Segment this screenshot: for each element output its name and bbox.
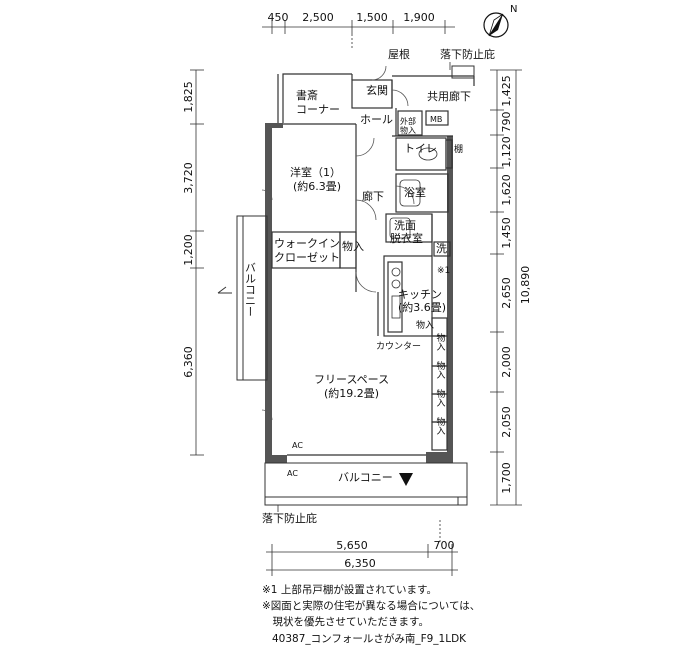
right-dim-2: 790 bbox=[500, 112, 513, 133]
left-dim-3: 1,200 bbox=[182, 234, 195, 266]
right-dim-8: 2,050 bbox=[500, 406, 513, 438]
right-dimension-line bbox=[490, 69, 522, 506]
toilet-label: トイレ bbox=[404, 142, 437, 155]
walkin-closet-label-line1: ウォークイン bbox=[274, 237, 340, 250]
interior-walls bbox=[271, 73, 475, 456]
right-dim-1: 1,425 bbox=[500, 75, 513, 107]
washroom-label-line1: 洗面 bbox=[394, 219, 416, 232]
study-corner-label-line2: コーナー bbox=[296, 103, 340, 116]
left-dimension-line bbox=[190, 69, 204, 456]
storage-label-3: 物入 bbox=[435, 388, 446, 407]
right-dim-5: 1,450 bbox=[500, 217, 513, 249]
right-dim-total: 10,890 bbox=[519, 266, 532, 305]
roof-label: 屋根 bbox=[388, 47, 410, 61]
fall-prevention-bottom-label: 落下防止庇 bbox=[262, 511, 317, 525]
bottom-dim-2: 700 bbox=[434, 539, 455, 552]
bottom-dim-1: 5,650 bbox=[336, 539, 368, 552]
hall-label: ホール bbox=[360, 113, 393, 126]
outside-storage-label-line2: 物入 bbox=[400, 125, 416, 135]
left-dim-4: 6,360 bbox=[182, 346, 195, 378]
kitchen-storage-label: 物入 bbox=[416, 319, 434, 331]
top-dim-3: 1,500 bbox=[356, 11, 388, 24]
balcony-left-outline bbox=[217, 215, 268, 381]
floor-plan: 450 2,500 1,500 1,900 N 屋根 落下防止庇 1,825 3… bbox=[182, 4, 532, 576]
kitchen-label-line1: キッチン bbox=[398, 288, 442, 301]
bathroom-label: 浴室 bbox=[404, 185, 426, 199]
balcony-left-label: バルコニー bbox=[244, 262, 257, 317]
listing-code: 40387_コンフォールさがみ南_F9_1LDK bbox=[272, 633, 467, 645]
exterior-walls bbox=[265, 123, 453, 463]
fixtures bbox=[389, 147, 438, 319]
note-line-3: 現状を優先させていただきます。 bbox=[262, 616, 429, 628]
door-swings bbox=[261, 65, 415, 421]
balcony-bottom-label: バルコニー bbox=[338, 471, 393, 484]
western-room-label-line2: (約6.3畳) bbox=[293, 179, 341, 193]
down-triangle-icon bbox=[399, 473, 413, 486]
right-dim-4: 1,620 bbox=[500, 174, 513, 206]
shelf-label: 棚 bbox=[454, 143, 463, 155]
free-space-label-line2: (約19.2畳) bbox=[324, 386, 379, 400]
right-dim-7: 2,000 bbox=[500, 346, 513, 378]
north-compass-icon bbox=[483, 12, 509, 38]
ac-label-outer: AC bbox=[287, 469, 298, 478]
fall-prevention-top-label: 落下防止庇 bbox=[440, 47, 495, 61]
storage-label-4: 物入 bbox=[435, 416, 446, 435]
top-dim-2: 2,500 bbox=[302, 11, 334, 24]
study-corner-label-line1: 書斎 bbox=[296, 88, 318, 102]
compass-north-label: N bbox=[510, 4, 517, 15]
top-dimension-line bbox=[262, 20, 455, 48]
common-corridor-label: 共用廊下 bbox=[427, 89, 471, 103]
wash-label: 洗 bbox=[436, 242, 447, 255]
walkin-storage-label: 物入 bbox=[342, 239, 364, 253]
bottom-dim-total: 6,350 bbox=[344, 557, 376, 570]
fall-prevention-top-outline bbox=[451, 65, 475, 79]
note-mark-label: ※1 bbox=[437, 266, 450, 276]
bottom-dimension-line bbox=[266, 520, 458, 576]
right-dim-6: 2,650 bbox=[500, 277, 513, 309]
western-room-label-line1: 洋室（1） bbox=[290, 165, 341, 179]
ac-label-inner: AC bbox=[292, 441, 303, 450]
outside-storage-label-line1: 外部 bbox=[400, 116, 416, 126]
note-line-1: ※1 上部吊戸棚が設置されています。 bbox=[262, 584, 437, 596]
left-dim-2: 3,720 bbox=[182, 162, 195, 194]
left-dim-1: 1,825 bbox=[182, 81, 195, 113]
balcony-bottom-outline bbox=[264, 462, 468, 506]
counter-label: カウンター bbox=[376, 341, 421, 352]
storage-label-2: 物入 bbox=[435, 360, 446, 379]
top-dim-1: 450 bbox=[268, 11, 289, 24]
top-dim-4: 1,900 bbox=[403, 11, 435, 24]
entrance-label: 玄関 bbox=[366, 83, 388, 97]
washroom-label-line2: 脱衣室 bbox=[390, 231, 423, 245]
mb-label: MB bbox=[430, 115, 442, 124]
storage-label-1: 物入 bbox=[435, 332, 446, 351]
note-line-2: ※図面と実際の住宅が異なる場合については、 bbox=[262, 600, 481, 612]
free-space-label-line1: フリースペース bbox=[314, 373, 389, 386]
right-dim-3: 1,120 bbox=[500, 136, 513, 168]
kitchen-label-line2: (約3.6畳) bbox=[398, 300, 446, 314]
walkin-closet-label-line2: クローゼット bbox=[274, 251, 340, 264]
right-dim-9: 1,700 bbox=[500, 462, 513, 494]
corridor-label: 廊下 bbox=[362, 189, 384, 203]
